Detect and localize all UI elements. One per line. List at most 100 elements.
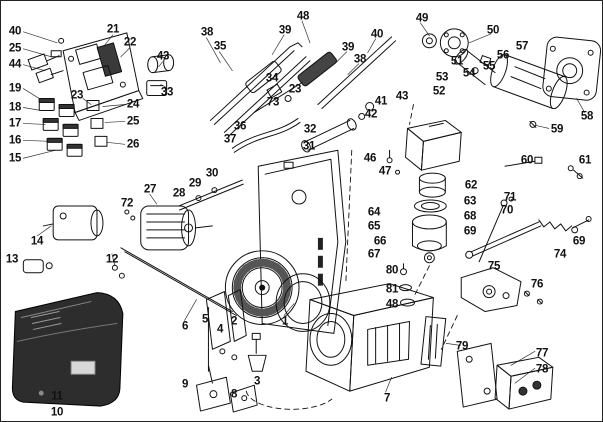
part-callout-58: 58 — [580, 110, 594, 123]
part-callout-13: 13 — [5, 253, 19, 266]
part-callout-65: 65 — [367, 220, 381, 233]
part-callout-36: 36 — [233, 120, 247, 133]
part-callout-32: 32 — [303, 123, 317, 136]
part-callout-18: 18 — [8, 101, 22, 114]
part-callout-50: 50 — [486, 24, 500, 37]
ignition-relay-group — [146, 54, 175, 97]
part-callout-74: 74 — [553, 248, 567, 261]
part-callout-80: 80 — [385, 264, 399, 277]
part-callout-42: 42 — [364, 108, 378, 121]
part-callout-40: 40 — [370, 28, 384, 41]
part-callout-57: 57 — [515, 40, 529, 53]
part-callout-23: 23 — [70, 89, 84, 102]
part-callout-49: 49 — [415, 12, 429, 25]
part-callout-15: 15 — [8, 152, 22, 165]
part-callout-11: 11 — [51, 390, 63, 403]
part-callout-41: 41 — [374, 95, 388, 108]
part-callout-75: 75 — [487, 260, 501, 273]
part-callout-37: 37 — [223, 133, 237, 146]
part-callout-79: 79 — [455, 340, 469, 353]
part-callout-53: 53 — [435, 71, 449, 84]
part-callout-72: 72 — [120, 197, 134, 210]
fuel-unit-group — [386, 119, 462, 264]
part-callout-7: 7 — [383, 392, 391, 405]
part-callout-69: 69 — [463, 225, 477, 238]
mounting-hardware-group — [399, 263, 415, 307]
part-callout-25: 25 — [8, 42, 22, 55]
part-callout-35: 35 — [213, 40, 227, 53]
electrode-rods-group — [209, 36, 397, 153]
part-callout-30: 30 — [205, 167, 219, 180]
part-callout-44: 44 — [8, 58, 22, 71]
part-callout-14: 14 — [30, 235, 44, 248]
part-callout-67: 67 — [367, 248, 381, 261]
part-callout-71: 71 — [503, 191, 517, 204]
part-callout-55: 55 — [482, 60, 496, 73]
junction-box-group — [456, 342, 554, 410]
burner-chassis-group — [305, 283, 434, 392]
part-callout-43: 43 — [156, 50, 170, 63]
part-callout-21: 21 — [106, 23, 120, 36]
part-callout-54: 54 — [462, 67, 476, 80]
part-callout-4: 4 — [216, 323, 224, 336]
part-callout-77: 77 — [535, 347, 549, 360]
part-callout-22: 22 — [123, 36, 137, 49]
blower-motor-group — [22, 179, 244, 316]
part-callout-56: 56 — [496, 49, 510, 62]
part-callout-27: 27 — [143, 183, 157, 196]
part-callout-19: 19 — [8, 82, 22, 95]
part-callout-51: 51 — [450, 55, 464, 68]
part-callout-73: 73 — [266, 96, 280, 109]
part-callout-31: 31 — [302, 140, 316, 153]
fan-wheel-group — [224, 250, 331, 332]
air-shutter-group — [420, 316, 447, 367]
air-damper-group — [196, 289, 267, 413]
control-components-group — [38, 98, 108, 157]
part-callout-6: 6 — [181, 320, 189, 333]
part-callout-52: 52 — [432, 85, 446, 98]
blast-tube-group — [421, 28, 602, 180]
part-callout-1: 1 — [281, 315, 289, 328]
part-callout-24: 24 — [126, 98, 140, 111]
part-callout-33: 33 — [160, 86, 174, 99]
part-callout-62: 62 — [464, 179, 478, 192]
part-callout-26: 26 — [126, 138, 140, 151]
part-callout-61: 61 — [578, 154, 592, 167]
part-callout-23: 23 — [288, 83, 302, 96]
part-callout-81: 81 — [385, 283, 399, 296]
part-callout-66: 66 — [373, 235, 387, 248]
part-callout-16: 16 — [8, 134, 22, 147]
leader-lines-group — [22, 20, 585, 393]
part-callout-39: 39 — [341, 41, 355, 54]
part-callout-47: 47 — [378, 165, 392, 178]
part-callout-59: 59 — [550, 123, 564, 136]
part-callout-40: 40 — [8, 25, 22, 38]
damper-linkage-group — [460, 196, 592, 313]
part-callout-9: 9 — [181, 378, 189, 391]
part-callout-64: 64 — [367, 206, 381, 219]
part-callout-5: 5 — [201, 313, 209, 326]
part-callout-38: 38 — [200, 26, 214, 39]
part-callout-76: 76 — [530, 278, 544, 291]
part-callout-78: 78 — [535, 363, 549, 376]
part-callout-34: 34 — [265, 72, 279, 85]
part-callout-29: 29 — [188, 177, 202, 190]
part-callout-46: 46 — [363, 152, 377, 165]
part-callout-2: 2 — [230, 315, 238, 328]
part-callout-12: 12 — [105, 253, 119, 266]
mounting-plate-group — [257, 149, 347, 334]
part-callout-25: 25 — [126, 115, 140, 128]
part-callout-48: 48 — [385, 298, 399, 311]
part-callout-17: 17 — [8, 117, 22, 130]
part-callout-8: 8 — [230, 388, 238, 401]
housing-cover-group — [11, 292, 124, 407]
part-callout-39: 39 — [278, 24, 292, 37]
part-callout-38: 38 — [353, 53, 367, 66]
part-callout-3: 3 — [253, 375, 261, 388]
part-callout-10: 10 — [50, 406, 64, 419]
primary-control-group — [27, 32, 144, 121]
part-callout-28: 28 — [172, 187, 186, 200]
